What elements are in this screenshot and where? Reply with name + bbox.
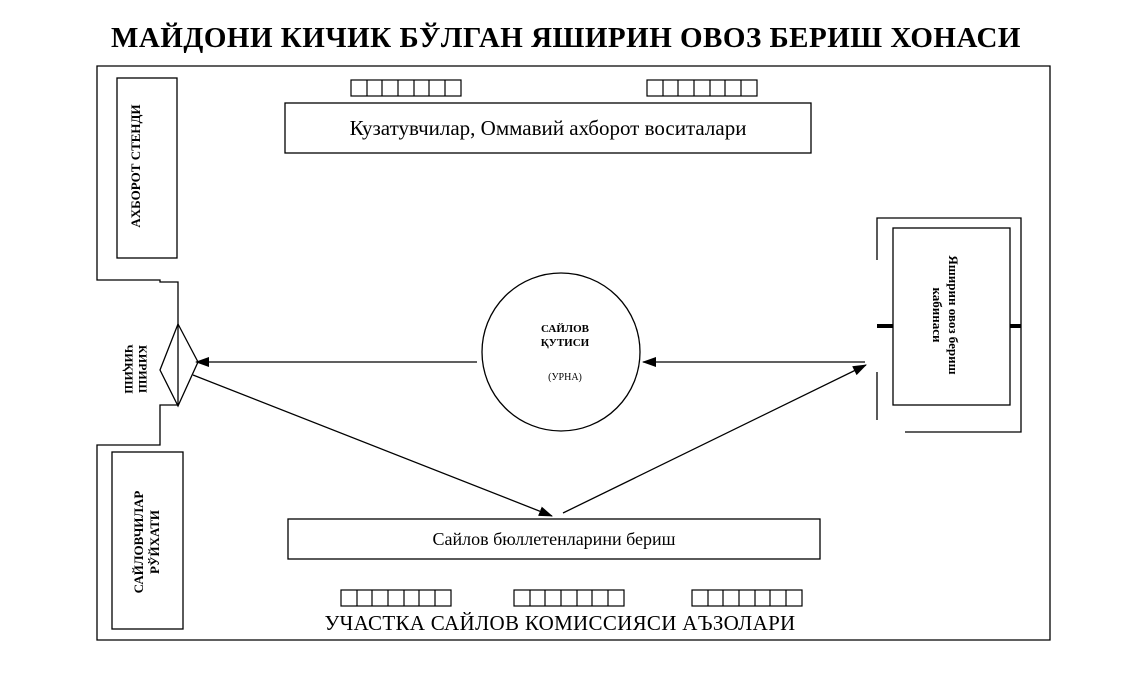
ballot-box-line2: ҚУТИСИ — [540, 337, 590, 349]
observers-label: Кузатувчилар, Оммавий ахборот воситалари — [349, 116, 747, 140]
booth-line2: кабинаси — [930, 287, 945, 343]
ballot-box-line1: САЙЛОВ — [541, 323, 589, 335]
room-wall — [96, 65, 1051, 641]
commission-seats-left — [340, 589, 452, 607]
info-stand-label: АХБОРОТ СТЕНДИ — [128, 104, 143, 228]
voters-list-box — [111, 451, 184, 630]
arrow-entrance-to-issue — [192, 374, 553, 517]
ballot-box-circle — [481, 272, 641, 432]
booth-label: Яширин овоз бериш кабинаси — [929, 255, 961, 374]
entrance-arrow — [159, 322, 199, 408]
observers-seats-left — [350, 79, 462, 97]
ballot-issue-box — [287, 518, 821, 560]
observers-box — [284, 102, 812, 154]
commission-seats-center — [513, 589, 625, 607]
arrow-issue-to-booth — [562, 364, 867, 514]
entry-exit-label: КИРИШ ЧИҚИШ — [122, 344, 150, 393]
commission-label: УЧАСТКА САЙЛОВ КОМИССИЯСИ АЪЗОЛАРИ — [324, 611, 796, 635]
booth-walls — [876, 217, 1022, 433]
exit-line: ЧИҚИШ — [122, 344, 136, 394]
observers-seats-right — [646, 79, 758, 97]
booth-line1: Яширин овоз бериш — [946, 255, 961, 375]
ballot-issue-label: Сайлов бюллетенларини бериш — [432, 529, 676, 549]
entry-line: КИРИШ — [136, 345, 150, 393]
voters-list-label: САЙЛОВЧИЛАР РЎЙХАТИ — [131, 491, 163, 594]
booth-inner — [892, 227, 1011, 406]
ballot-box-label: САЙЛОВ ҚУТИСИ — [485, 322, 645, 350]
voters-list-line2: РЎЙХАТИ — [147, 509, 162, 575]
diagram-title: МАЙДОНИ КИЧИК БЎЛГАН ЯШИРИН ОВОЗ БЕРИШ Х… — [111, 22, 1021, 54]
ballot-box-sub: (УРНА) — [548, 372, 582, 383]
voters-list-line1: САЙЛОВЧИЛАР — [131, 490, 146, 594]
commission-seats-right — [691, 589, 803, 607]
info-stand-box — [116, 77, 178, 259]
